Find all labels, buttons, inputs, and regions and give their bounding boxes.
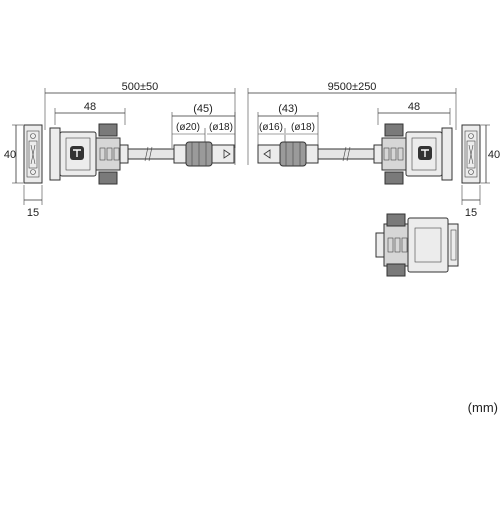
plug-left-dia-large-label: (ø20)	[176, 122, 200, 133]
plug-right-length-dimension: (43)	[257, 103, 319, 148]
depth-left-label: 15	[27, 207, 39, 219]
left-ferrite-core	[173, 141, 235, 167]
right-depth-dimension: 15	[461, 185, 481, 219]
plug-right-dia-large-label: (ø18)	[291, 122, 315, 133]
right-end-view	[461, 124, 481, 184]
dvi-logo-icon	[418, 146, 432, 160]
right-height-dimension: 40	[481, 124, 500, 184]
plug-left-length-label: (45)	[193, 103, 213, 115]
connector-left-width-label: 48	[84, 101, 96, 113]
plug-right-dia-small-label: (ø16)	[259, 122, 283, 133]
right-connector	[373, 123, 453, 185]
unit-label: (mm)	[468, 400, 498, 415]
left-connector	[49, 123, 129, 185]
triangle-marker-icon	[263, 149, 271, 159]
connector-right-dimension: 48	[377, 101, 451, 125]
overall-length-dimension-right: 9500±250	[247, 81, 457, 165]
height-left-label: 40	[4, 149, 16, 161]
left-cable-segment	[127, 146, 175, 162]
depth-right-label: 15	[465, 207, 477, 219]
left-end-view	[23, 124, 43, 184]
plug-right-diameter-dimensions: (ø16) (ø18)	[258, 122, 318, 148]
connector-left-dimension: 48	[54, 101, 126, 125]
length-long-label: 9500±250	[328, 81, 377, 93]
left-depth-dimension: 15	[23, 185, 43, 219]
length-short-label: 500±50	[122, 81, 159, 93]
plug-left-length-dimension: (45)	[171, 103, 236, 148]
plug-right-length-label: (43)	[278, 103, 298, 115]
plug-left-dia-small-label: (ø18)	[209, 122, 233, 133]
right-cable-segment	[317, 146, 375, 162]
right-ferrite-core	[257, 141, 319, 167]
height-right-label: 40	[488, 149, 500, 161]
triangle-marker-icon	[223, 149, 231, 159]
connector-secondary-view	[375, 213, 459, 277]
left-height-dimension: 40	[4, 124, 23, 184]
dvi-logo-icon	[70, 146, 84, 160]
overall-length-dimension-left: 500±50	[44, 81, 236, 165]
connector-right-width-label: 48	[408, 101, 420, 113]
